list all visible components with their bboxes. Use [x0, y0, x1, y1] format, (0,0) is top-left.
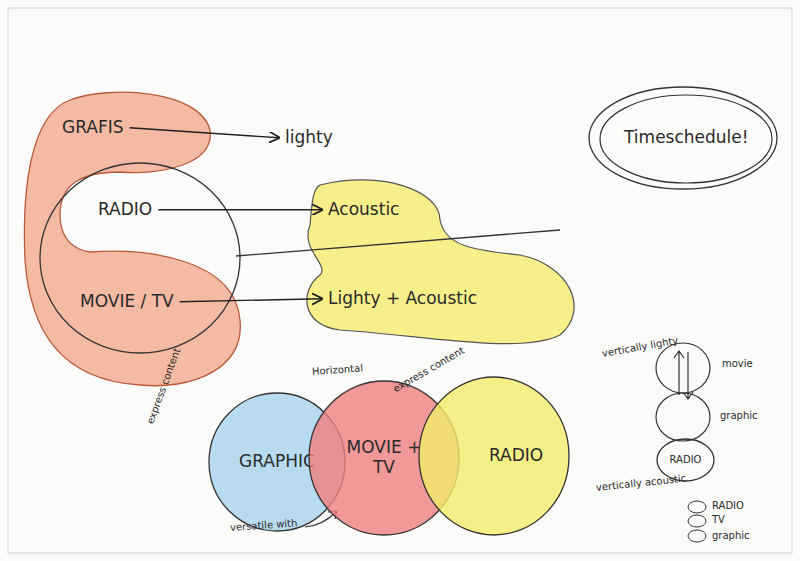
arrow-connector — [158, 209, 322, 210]
node-text: Lighty + Acoustic — [328, 289, 477, 309]
text-node: MOVIE / TV — [80, 292, 174, 312]
text-node: Lighty + Acoustic — [328, 289, 477, 309]
note-label: Horizontal — [312, 362, 364, 377]
paper-edge — [8, 8, 792, 553]
node-text: GRAFIS — [62, 118, 124, 138]
text-node: RADIO — [98, 200, 152, 220]
node-text: Timeschedule! — [624, 128, 742, 148]
node-text: RADIO — [98, 200, 152, 220]
circle-outline — [40, 163, 240, 353]
node-text: RADIO — [489, 446, 543, 466]
note-label: graphic — [712, 530, 750, 542]
stack-circle — [656, 343, 710, 393]
note-label: movie — [722, 358, 753, 370]
node-text: lighty — [285, 128, 333, 148]
small-circle — [688, 515, 706, 527]
orange-region — [24, 92, 240, 386]
venn-circle: RADIO — [418, 376, 570, 536]
stack-circle — [656, 393, 710, 441]
node-text: Acoustic — [328, 200, 399, 220]
node-text: RADIO — [670, 454, 702, 466]
text-node: Acoustic — [328, 200, 399, 220]
node-text: GRAPHIC — [239, 452, 315, 472]
note-label: graphic — [720, 410, 758, 422]
sweep-line — [236, 230, 560, 256]
node-text: MOVIE + TV — [337, 438, 431, 477]
node-text: MOVIE / TV — [80, 292, 174, 312]
text-node: lighty — [285, 128, 333, 148]
arrow-connector — [130, 128, 279, 138]
text-node: GRAFIS — [62, 118, 124, 138]
small-circle — [688, 501, 706, 513]
note-label: RADIO — [712, 500, 744, 512]
note-label: express content — [391, 345, 466, 395]
small-circle — [688, 530, 706, 542]
note-label: TV — [712, 514, 725, 526]
updown-arrows — [674, 351, 693, 399]
note-label: vertically acoustic — [595, 473, 686, 494]
note-label: vertically lighty — [601, 335, 679, 360]
yellow-region — [307, 180, 574, 344]
arrow-connector — [180, 299, 322, 302]
timeschedule-ellipse: Timeschedule! — [588, 86, 778, 190]
